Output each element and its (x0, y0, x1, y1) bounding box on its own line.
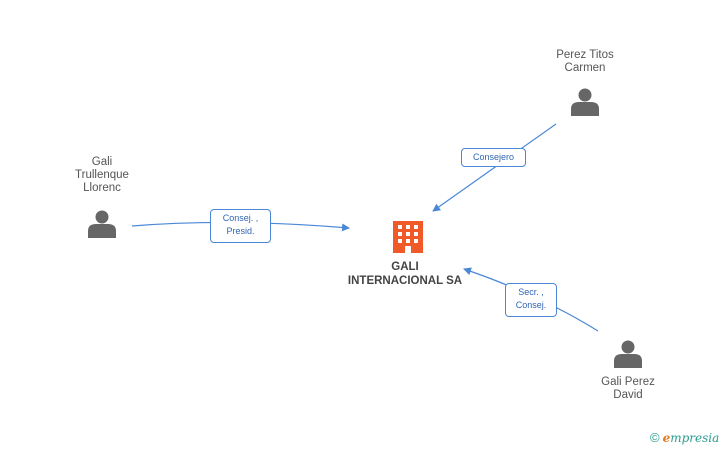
edge-top-right-to-company (432, 123, 557, 212)
person-label-gali-trullenque: Gali Trullenque Llorenc (75, 156, 129, 194)
empresia-logo: ©empresia (650, 430, 719, 445)
person-icon (571, 88, 599, 116)
person-label-perez-titos: Perez Titos Carmen (556, 49, 614, 74)
person-label-gali-perez: Gali Perez David (601, 376, 655, 401)
building-icon (393, 221, 423, 253)
brand-rest: mpresia (670, 431, 720, 445)
company-label: GALI INTERNACIONAL SA (347, 261, 463, 287)
edge-label-consej-presid: Consej. , Presid. (210, 209, 271, 243)
edge-label-consejero: Consejero (461, 148, 526, 167)
person-icon (88, 210, 116, 238)
copyright-icon: © (650, 430, 660, 445)
edge-label-secr-consej: Secr. , Consej. (505, 283, 557, 317)
person-icon (614, 340, 642, 368)
brand-initial: e (662, 431, 671, 445)
